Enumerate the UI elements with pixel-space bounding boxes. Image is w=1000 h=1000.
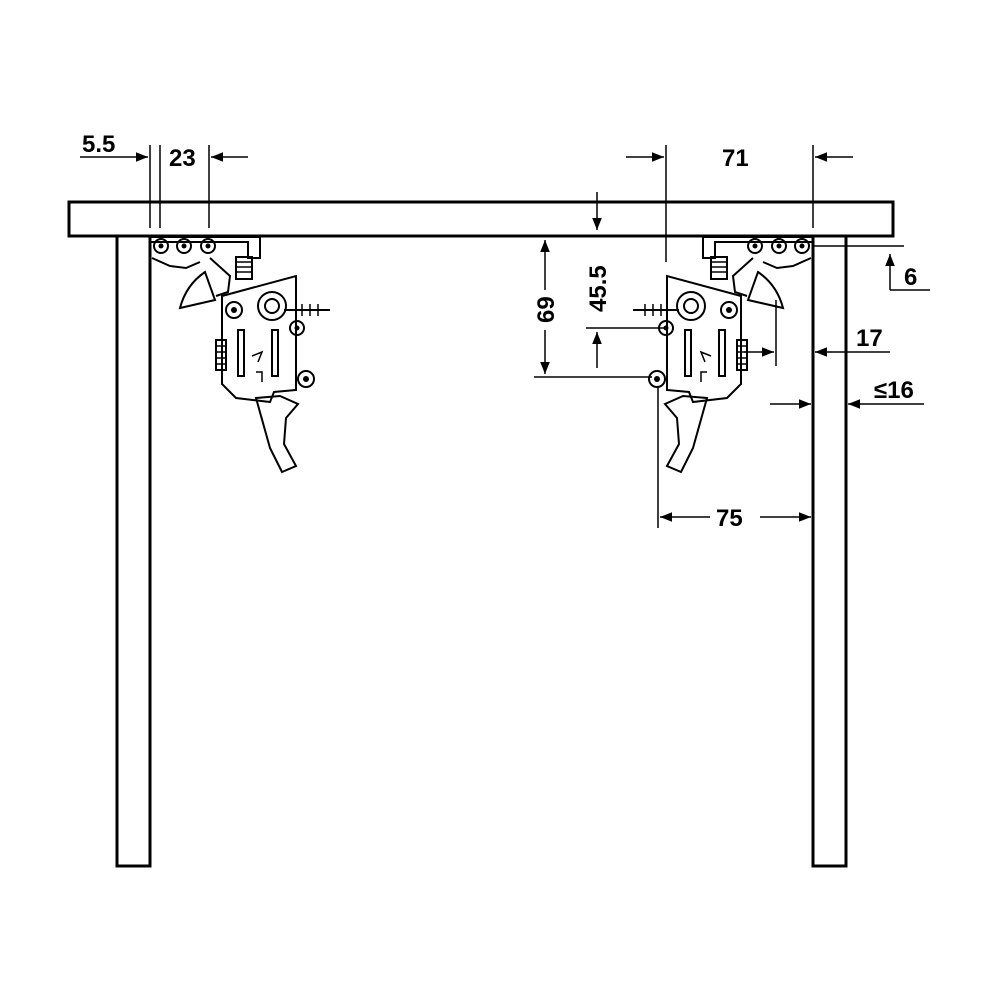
dimension-75: 75 <box>657 386 811 532</box>
dimension-23: 23 <box>169 145 248 228</box>
dim-label-71: 71 <box>722 145 749 172</box>
dimension-6: 6 <box>812 245 930 291</box>
cabinet-frame <box>67 200 895 868</box>
dimension-69: 69 <box>533 240 652 378</box>
dim-label-45-5: 45.5 <box>585 265 612 312</box>
dimension-45-5: 45.5 <box>585 192 664 368</box>
dim-label-23: 23 <box>169 145 196 172</box>
dimension-17: 17 <box>744 300 890 366</box>
left-side-panel <box>115 234 152 868</box>
dimension-max-16: ≤16 <box>770 377 924 409</box>
dim-label-17: 17 <box>856 325 883 352</box>
dim-label-max-16: ≤16 <box>874 377 914 404</box>
top-panel <box>67 200 895 238</box>
dim-label-5-5: 5.5 <box>82 131 115 158</box>
dim-label-6: 6 <box>904 264 917 291</box>
dimension-5-5: 5.5 <box>80 131 161 228</box>
dim-label-75: 75 <box>716 505 743 532</box>
dimension-71: 71 <box>626 145 853 262</box>
dim-label-69: 69 <box>533 296 560 323</box>
right-side-panel <box>811 234 848 868</box>
right-hinge <box>633 236 813 474</box>
left-hinge <box>150 236 330 474</box>
